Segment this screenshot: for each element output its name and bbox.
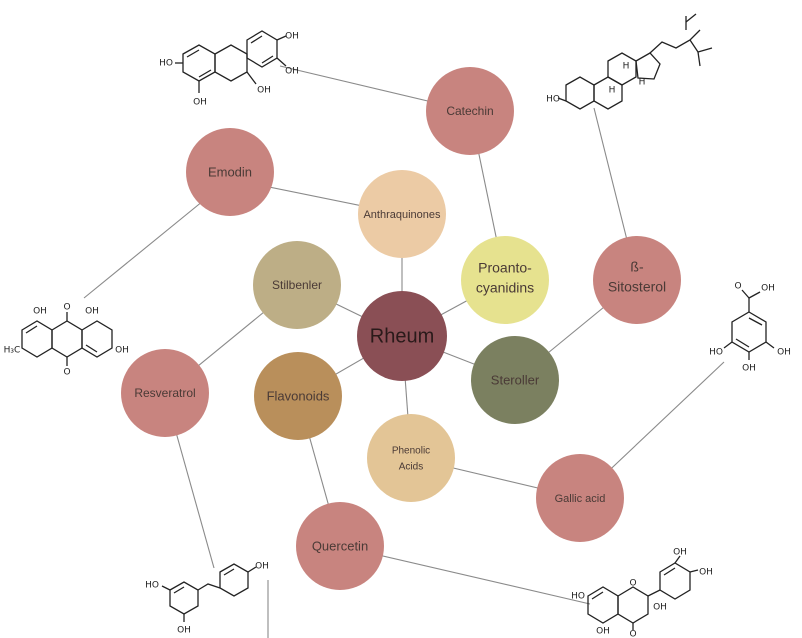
node-catechin[interactable]: Catechin — [426, 67, 514, 155]
sitosterol-structure-text-1: HO — [546, 95, 560, 105]
node-stilbenler-label: Stilbenler — [272, 278, 322, 292]
node-sitosterol-label-1: ß- — [630, 259, 644, 275]
emodin-structure-text-5: O — [63, 368, 70, 378]
node-phenolic-acids-label-2: Acids — [399, 462, 423, 473]
node-quercetin-label: Quercetin — [312, 538, 368, 553]
quercetin-structure-text-7: O — [629, 630, 636, 638]
node-proanthocyanidins-label-1: Proanto- — [478, 260, 532, 276]
node-quercetin-circle — [296, 502, 384, 590]
quercetin-structure: OH OH HO O OH OH O — [571, 548, 713, 638]
node-resveratrol-label: Resveratrol — [134, 386, 195, 400]
node-gallic-acid[interactable]: Gallic acid — [536, 454, 624, 542]
gallic-acid-structure-text-5: OH — [742, 364, 756, 374]
node-steroller[interactable]: Steroller — [471, 336, 559, 424]
resveratrol-structure: HO OH OH — [145, 562, 269, 636]
emodin-structure-text-3: OH — [85, 307, 99, 317]
quercetin-structure-text-6: OH — [596, 627, 610, 637]
node-rheum-label: Rheum — [370, 325, 434, 347]
emodin-structure-text-1: OH — [33, 307, 47, 317]
sitosterol-structure-text-3: H — [623, 62, 630, 72]
catechin-structure-text-3: OH — [257, 86, 271, 96]
catechin-structure-text-4: OH — [285, 32, 299, 42]
gallic-acid-structure-text-1: O — [734, 282, 741, 292]
catechin-structure-text-5: OH — [285, 67, 299, 77]
emodin-structure-text-2: O — [63, 303, 70, 313]
node-resveratrol[interactable]: Resveratrol — [121, 349, 209, 437]
node-sitosterol-label-2: Sitosterol — [608, 279, 666, 295]
node-emodin-circle — [186, 128, 274, 216]
gallic-acid-structure-text-3: HO — [709, 348, 723, 358]
node-emodin-label: Emodin — [208, 164, 252, 179]
gallic-acid-structure-text-4: OH — [777, 348, 791, 358]
node-phenolic-acids[interactable]: Phenolic Acids — [367, 414, 455, 502]
node-stilbenler-circle — [253, 241, 341, 329]
node-proanthocyanidins[interactable]: Proanto- cyanidins — [461, 236, 549, 324]
node-proanthocyanidins-circle — [461, 236, 549, 324]
node-anthraquinones-circle — [358, 170, 446, 258]
node-flavonoids[interactable]: Flavonoids — [254, 352, 342, 440]
node-gallic-acid-circle — [536, 454, 624, 542]
catechin-structure: HO OH OH OH OH — [159, 30, 299, 108]
node-phenolic-acids-circle — [367, 414, 455, 502]
node-flavonoids-label: Flavonoids — [267, 388, 330, 403]
quercetin-structure-text-3: HO — [571, 592, 585, 602]
node-steroller-circle — [471, 336, 559, 424]
node-gallic-acid-label: Gallic acid — [555, 493, 606, 505]
node-quercetin[interactable]: Quercetin — [296, 502, 384, 590]
emodin-structure-text-6: OH — [115, 346, 129, 356]
node-anthraquinones-label: Anthraquinones — [363, 209, 441, 221]
node-emodin[interactable]: Emodin — [186, 128, 274, 216]
quercetin-structure-text-4: O — [629, 579, 636, 589]
catechin-structure-text-2: OH — [193, 98, 207, 108]
quercetin-structure-text-5: OH — [653, 603, 667, 613]
catechin-structure-text-1: HO — [159, 59, 173, 69]
resveratrol-structure-text-3: OH — [255, 562, 269, 572]
quercetin-structure-text-1: OH — [673, 548, 687, 558]
resveratrol-structure-text-1: HO — [145, 581, 159, 591]
emodin-structure-text-4: H₃C — [4, 346, 21, 356]
node-sitosterol-circle — [593, 236, 681, 324]
node-catechin-label: Catechin — [446, 104, 493, 118]
quercetin-structure-text-2: OH — [699, 568, 713, 578]
node-proanthocyanidins-label-2: cyanidins — [476, 280, 534, 296]
node-steroller-label: Steroller — [491, 372, 540, 387]
gallic-acid-structure-text-2: OH — [761, 284, 775, 294]
node-sitosterol[interactable]: ß- Sitosterol — [593, 236, 681, 324]
resveratrol-structure-text-2: OH — [177, 626, 191, 636]
node-phenolic-acids-label-1: Phenolic — [392, 446, 430, 457]
node-anthraquinones[interactable]: Anthraquinones — [358, 170, 446, 258]
node-rheum[interactable]: Rheum — [357, 291, 447, 381]
node-resveratrol-circle — [121, 349, 209, 437]
node-stilbenler[interactable]: Stilbenler — [253, 241, 341, 329]
sitosterol-structure-text-2: H — [609, 86, 616, 96]
sitosterol-structure-text-4: H — [639, 78, 646, 88]
node-flavonoids-circle — [254, 352, 342, 440]
node-catechin-circle — [426, 67, 514, 155]
emodin-structure: OH O OH H₃C O OH — [4, 303, 129, 378]
gallic-acid-structure: O OH HO OH OH — [709, 282, 791, 374]
sitosterol-structure: HO H H H — [546, 13, 713, 110]
node-rheum-circle — [357, 291, 447, 381]
